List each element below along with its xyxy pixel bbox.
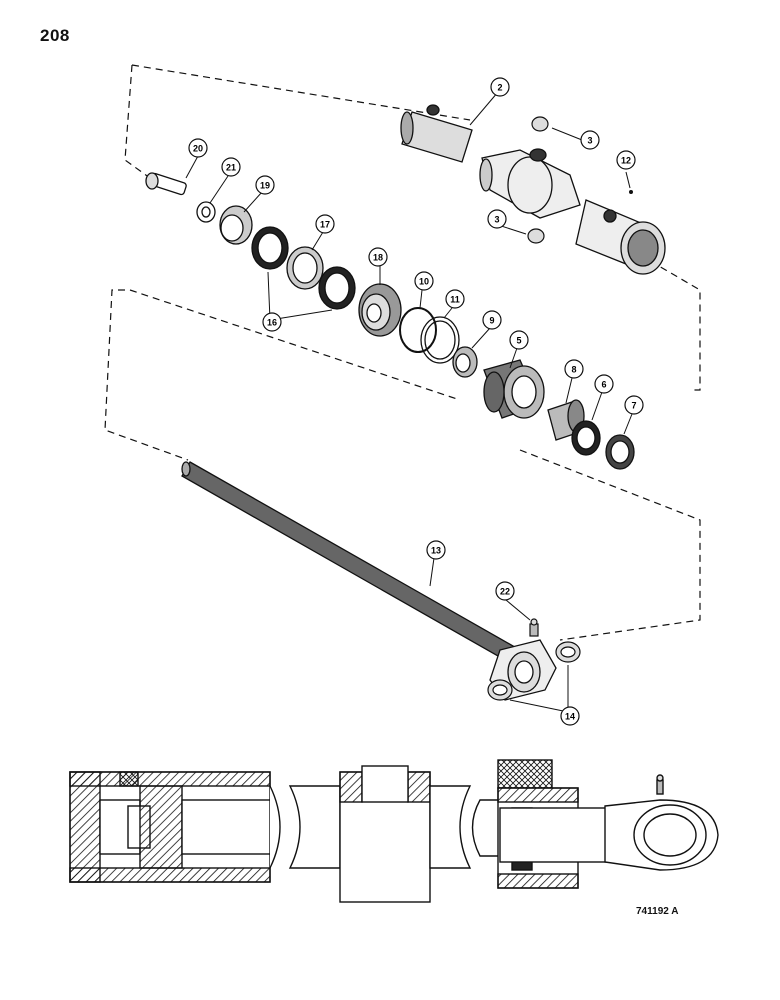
figure-id: 741192 A xyxy=(636,906,679,917)
callout-19: 19 xyxy=(255,175,275,195)
callout-9: 9 xyxy=(482,310,502,330)
svg-text:22: 22 xyxy=(500,587,510,597)
part-16-seal-b xyxy=(318,266,356,310)
svg-text:3: 3 xyxy=(494,215,499,225)
callout-14: 14 xyxy=(560,706,580,726)
svg-text:19: 19 xyxy=(260,181,270,191)
svg-text:18: 18 xyxy=(373,253,383,263)
leader-lines xyxy=(185,91,633,713)
svg-text:3: 3 xyxy=(587,136,592,146)
svg-text:16: 16 xyxy=(267,318,277,328)
callout-13: 13 xyxy=(426,540,446,560)
page-number: 208 xyxy=(40,26,70,45)
svg-text:20: 20 xyxy=(193,144,203,154)
part-10-o-ring xyxy=(399,307,437,353)
callout-6: 6 xyxy=(594,374,614,394)
callout-2: 2 xyxy=(490,77,510,97)
part-20-bolt xyxy=(145,172,187,196)
svg-text:21: 21 xyxy=(226,163,236,173)
part-9-spacer xyxy=(452,346,478,378)
callout-18: 18 xyxy=(368,247,388,267)
callout-12: 12 xyxy=(616,150,636,170)
svg-text:9: 9 xyxy=(489,316,494,326)
part-18-piston xyxy=(358,283,402,337)
callout-20: 20 xyxy=(188,138,208,158)
barrel-tube-end xyxy=(575,199,666,275)
callout-3a: 3 xyxy=(580,130,600,150)
upper-assembly-outline xyxy=(124,64,701,391)
part-21-washer xyxy=(196,201,216,223)
callout-10: 10 xyxy=(414,271,434,291)
part-22-grease-fitting xyxy=(529,618,539,637)
callout-22: 22 xyxy=(495,581,515,601)
callout-7: 7 xyxy=(624,395,644,415)
svg-text:5: 5 xyxy=(516,336,521,346)
part-6-seal xyxy=(571,420,601,456)
barrel-base xyxy=(479,148,581,219)
svg-text:14: 14 xyxy=(565,712,575,722)
part-7-wiper xyxy=(605,434,635,470)
svg-text:17: 17 xyxy=(320,220,330,230)
callout-8: 8 xyxy=(564,359,584,379)
callout-5: 5 xyxy=(509,330,529,350)
part-12-fitting xyxy=(629,190,633,194)
callout-16: 16 xyxy=(262,312,282,332)
assembled-cylinder-section xyxy=(69,759,719,903)
svg-text:10: 10 xyxy=(419,277,429,287)
part-11-backup-ring xyxy=(420,316,460,364)
part-13-piston-rod xyxy=(181,461,557,701)
svg-text:8: 8 xyxy=(571,365,576,375)
svg-text:13: 13 xyxy=(431,546,441,556)
part-3-bushing-bottom xyxy=(527,228,545,244)
part-16-seal-a xyxy=(251,226,289,270)
callout-11: 11 xyxy=(445,289,465,309)
part-2-sleeve xyxy=(400,104,473,163)
part-3-bushing-top xyxy=(531,116,549,132)
part-14-bushing-a xyxy=(487,679,513,701)
callout-17: 17 xyxy=(315,214,335,234)
callout-21: 21 xyxy=(221,157,241,177)
svg-text:12: 12 xyxy=(621,156,631,166)
part-17-ring xyxy=(286,246,324,290)
lower-assembly-outline xyxy=(104,289,701,641)
svg-text:6: 6 xyxy=(601,380,606,390)
callout-3b: 3 xyxy=(487,209,507,229)
part-19-nut xyxy=(219,205,253,245)
part-5-gland xyxy=(483,359,545,419)
svg-text:11: 11 xyxy=(450,295,460,305)
svg-text:7: 7 xyxy=(631,401,636,411)
svg-text:2: 2 xyxy=(497,83,502,93)
part-14-bushing-b xyxy=(555,641,581,663)
